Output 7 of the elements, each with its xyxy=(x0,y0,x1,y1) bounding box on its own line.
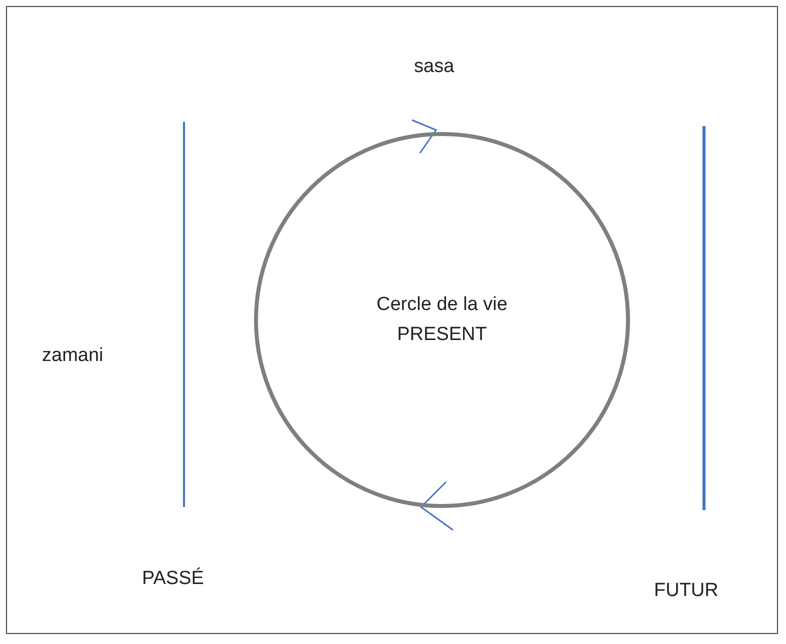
circle-node xyxy=(254,132,630,508)
text-label: sasa xyxy=(414,56,454,78)
node-title: Cercle de la vie xyxy=(376,293,508,317)
node-text: PRESENT xyxy=(397,323,487,347)
text-label: zamani xyxy=(42,345,104,367)
text-label: FUTUR xyxy=(654,580,718,602)
text-label: PASSÉ xyxy=(142,568,204,590)
